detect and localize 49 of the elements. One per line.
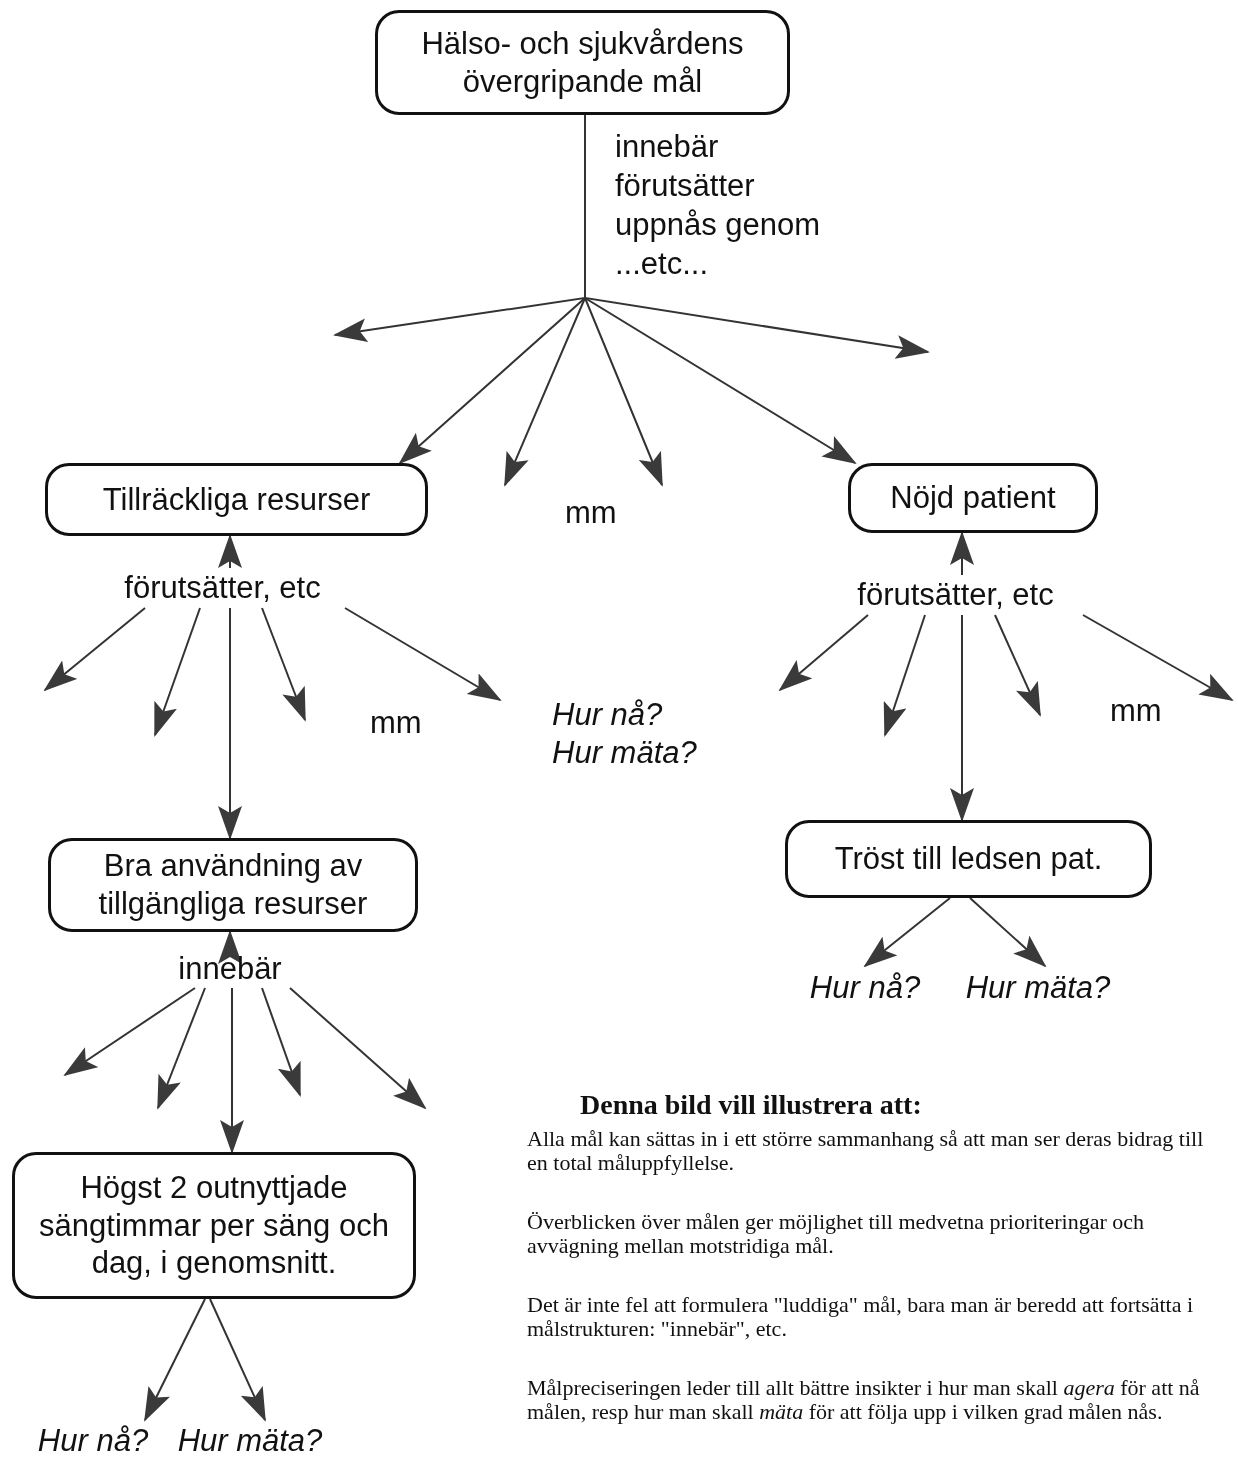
rounded-box: Tröst till ledsen pat. — [785, 820, 1152, 898]
note-heading: Denna bild vill illustrera att: — [580, 1088, 922, 1122]
arrow — [289, 987, 427, 1110]
annotation-text: Hur mäta? — [552, 734, 697, 772]
annotation-text: Hur nå? — [552, 696, 663, 734]
rounded-box: Nöjd patient — [848, 463, 1098, 533]
arrow — [994, 614, 1041, 717]
arrow — [154, 607, 201, 737]
arrow — [1082, 614, 1234, 701]
rounded-box: Tillräckliga resurser — [45, 463, 428, 536]
arrow — [218, 607, 242, 840]
annotation-text: innebär — [615, 128, 719, 166]
rounded-box: Bra användning av tillgängliga resurser — [48, 838, 418, 932]
arrow — [969, 897, 1047, 968]
arrow — [43, 607, 146, 692]
arrow — [157, 987, 206, 1110]
arrow — [209, 1298, 266, 1422]
note-paragraph: Alla mål kan sättas in i ett större sammanhang så att man ser deras bidrag till en total måluppfyllelse. — [527, 1127, 1205, 1176]
connector-text: innebär — [160, 950, 300, 988]
note-paragraph: Det är inte fel att formulera "luddiga" mål, bara man är beredd att fortsätta i målstrukturen: "innebär", etc. — [527, 1293, 1195, 1342]
annotation-text: mm — [1110, 692, 1162, 730]
arrow — [218, 534, 242, 569]
arrow — [220, 987, 244, 1154]
annotation-text: förutsätter — [615, 167, 755, 205]
arrow — [144, 1298, 206, 1422]
arrow — [218, 930, 242, 964]
annotation-text: mm — [565, 494, 617, 532]
rounded-box: Högst 2 outnyttjade sängtimmar per säng och dag, i genomsnitt. — [12, 1152, 416, 1299]
note-paragraph: Målpreciseringen leder till allt bättre insikter i hur man skall agera för att nå målen, resp hur man skall mäta för att följa upp i vilken grad målen nås. — [527, 1376, 1201, 1425]
annotation-text: mm — [370, 704, 422, 742]
arrow — [950, 531, 974, 576]
rounded-box: Hälso- och sjukvårdens övergripande mål — [375, 10, 790, 115]
connector-text: förutsätter, etc — [95, 568, 350, 608]
arrow — [778, 614, 869, 692]
arrow — [261, 987, 301, 1097]
arrow — [261, 607, 306, 722]
question-text: Hur mäta? — [160, 1420, 340, 1462]
arrow — [883, 614, 926, 737]
arrow — [344, 607, 502, 701]
arrow — [950, 614, 974, 822]
question-text: Hur mäta? — [948, 966, 1128, 1010]
arrow — [63, 987, 196, 1077]
annotation-text: uppnås genom — [615, 206, 821, 244]
question-text: Hur nå? — [800, 966, 930, 1010]
note-paragraph: Överblicken över målen ger möjlighet till medvetna prioriteringar och avvägning mellan motstridiga mål. — [527, 1210, 1145, 1259]
arrow — [863, 897, 951, 968]
connector-text: förutsätter, etc — [828, 575, 1083, 615]
question-text: Hur nå? — [28, 1420, 158, 1462]
annotation-text: ...etc... — [615, 245, 709, 283]
